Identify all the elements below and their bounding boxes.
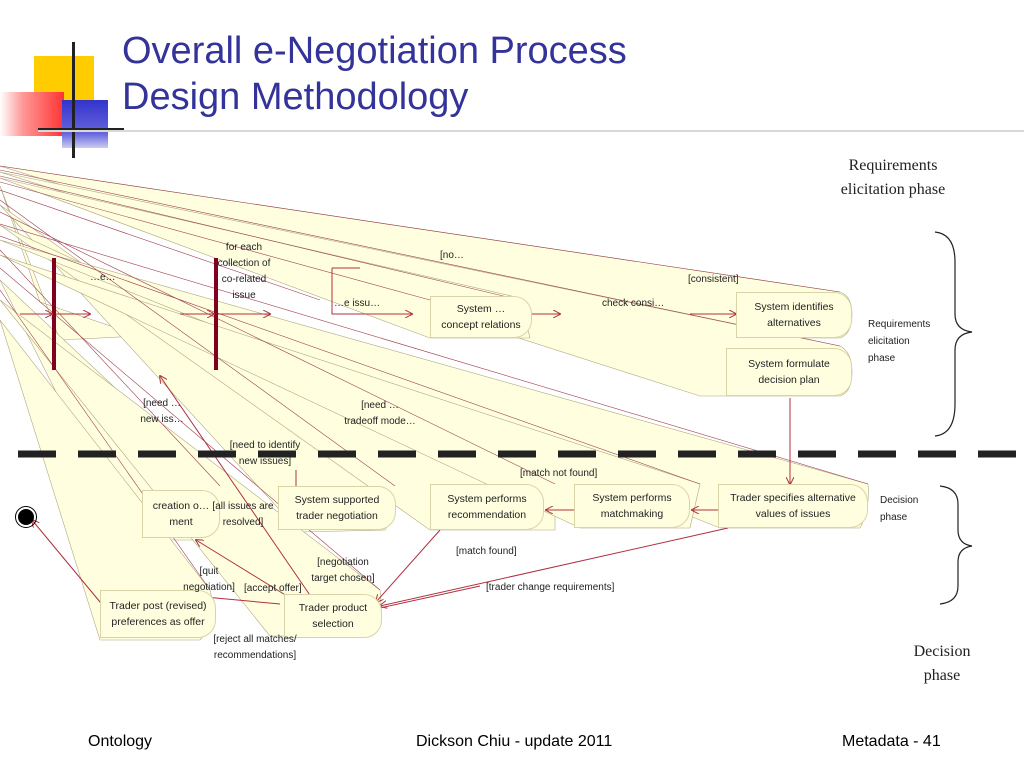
- phase-label-decision-large: Decision phase: [913, 643, 971, 684]
- state-dot: [18, 509, 34, 525]
- label-left-fragment: …e…: [90, 272, 116, 283]
- fan-shapes: [0, 165, 869, 641]
- label-all-resolved: [all issues are resolved]: [212, 501, 274, 528]
- node-post-preferences: Trader post (revised) preferences as off…: [100, 590, 216, 638]
- label-check-consistency: check consi…: [602, 298, 665, 309]
- label-need-identify: [need to identify new issues]: [229, 440, 301, 467]
- node-performs-matchmaking: System performs matchmaking: [574, 484, 690, 528]
- phase-label-requirements-large: Requirements elicitation phase: [840, 157, 946, 198]
- fork-bar-right: [214, 258, 218, 370]
- label-match-not-found: [match not found]: [520, 468, 598, 479]
- node-creation: creation o… ment: [142, 490, 220, 538]
- fan-lines: [0, 165, 869, 591]
- label-accept-offer: [accept offer]: [244, 583, 302, 594]
- slide-title: Overall e-Negotiation Process Design Met…: [122, 28, 627, 120]
- phase-label-requirements-small: Requirements elicitation phase: [868, 319, 931, 364]
- flow-arrows: [20, 267, 790, 615]
- label-need-tradeoff: [need … tradeoff mode…: [344, 400, 416, 427]
- node-specifies-values: Trader specifies alternative values of i…: [718, 484, 868, 528]
- label-top-fragment: [no…: [440, 250, 464, 261]
- node-identifies-alternatives: System identifies alternatives: [736, 292, 852, 338]
- title-divider: [38, 130, 1024, 132]
- label-trader-change: [trader change requirements]: [486, 582, 615, 593]
- label-issue-fragment: …e issu…: [334, 298, 381, 309]
- node-product-selection: Trader product selection: [284, 594, 382, 638]
- label-consistent: [consistent]: [688, 274, 739, 285]
- label-for-each: for each collection of co-related issue: [217, 242, 271, 301]
- brace-decision: [939, 485, 973, 605]
- node-formulate-plan: System formulate decision plan: [726, 348, 852, 396]
- slide-title-line2: Design Methodology: [122, 76, 469, 118]
- slide-title-line1: Overall e-Negotiation Process: [122, 30, 627, 72]
- label-match-found: [match found]: [456, 546, 517, 557]
- fork-bar-left: [52, 258, 56, 370]
- phase-label-decision-small: Decision phase: [880, 495, 919, 523]
- deco-blue-square: [62, 100, 108, 148]
- deco-horizontal-line: [38, 128, 124, 131]
- node-supported-negotiation: System supported trader negotiation: [278, 486, 396, 530]
- label-negotiation-target: [negotiation target chosen]: [311, 557, 375, 584]
- node-concept-relations: System … concept relations: [430, 296, 532, 338]
- deco-vertical-line: [72, 42, 75, 158]
- footer-right: Metadata - 41: [842, 733, 941, 750]
- footer-center: Dickson Chiu - update 2011: [416, 733, 613, 750]
- node-performs-recommendation: System performs recommendation: [430, 484, 544, 530]
- label-need-identify-left: [need … new iss…: [140, 398, 184, 425]
- label-reject-all: [reject all matches/ recommendations]: [213, 634, 297, 661]
- footer-left: Ontology: [88, 733, 153, 750]
- label-quit-negotiation: [quit negotiation]: [183, 566, 235, 593]
- brace-requirements: [934, 231, 973, 437]
